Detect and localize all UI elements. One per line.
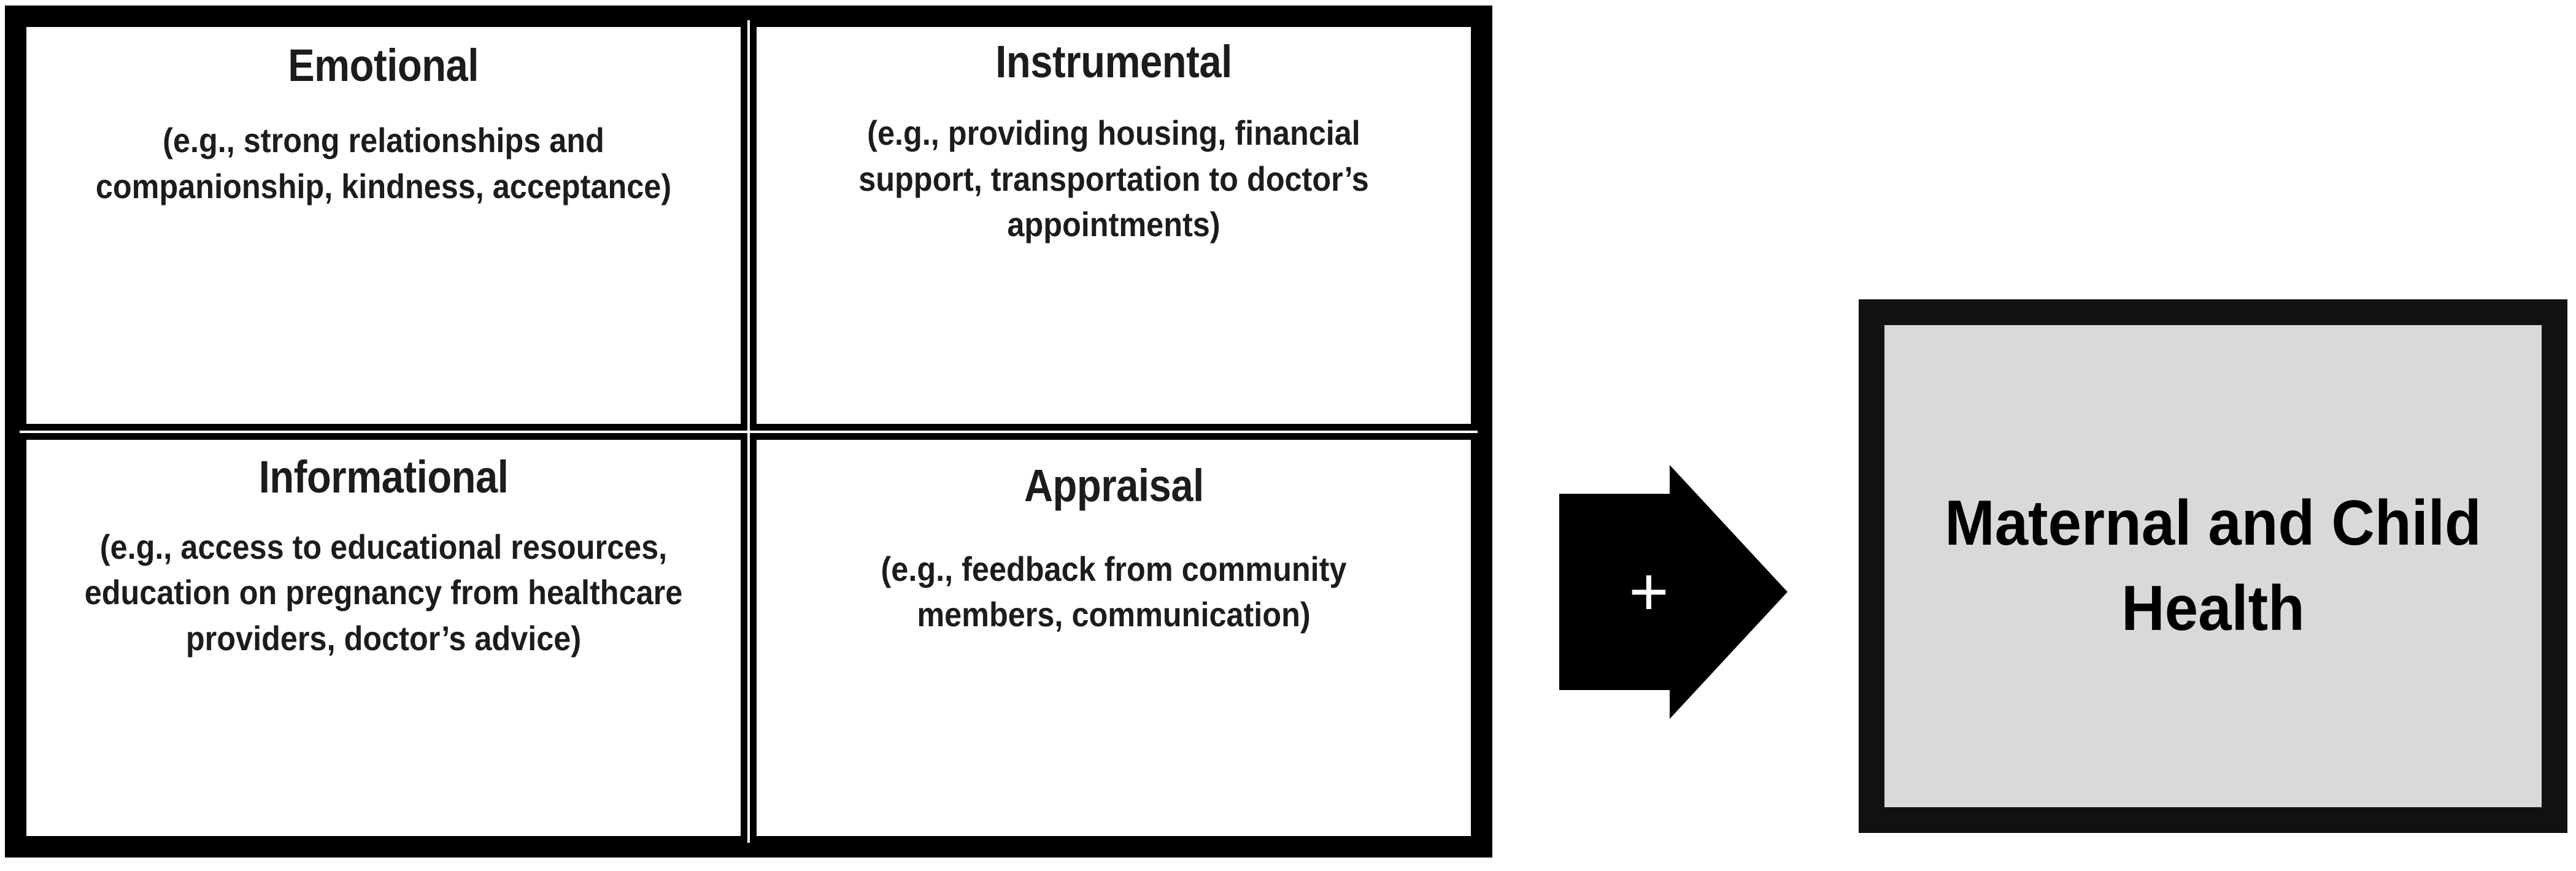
quadrant-appraisal[interactable]: Appraisal (e.g., feedback from community… (750, 432, 1478, 843)
right-arrow-icon: + (1559, 465, 1787, 719)
quadrant-emotional[interactable]: Emotional (e.g., strong relationships an… (20, 20, 747, 431)
plus-symbol: + (1629, 553, 1669, 630)
quadrant-emotional-title: Emotional (288, 40, 479, 91)
quadrant-informational-title: Informational (258, 451, 509, 502)
quadrant-informational-body: (e.g., access to educational resources, … (84, 527, 683, 658)
quadrant-appraisal-body: (e.g., feedback from community members, … (881, 549, 1347, 634)
quadrant-emotional-body: (e.g., strong relationships and companio… (95, 121, 672, 205)
support-matrix-grid: Emotional (e.g., strong relationships an… (20, 20, 1478, 843)
quadrant-instrumental[interactable]: Instrumental (e.g., providing housing, f… (750, 20, 1478, 431)
support-matrix-frame: Emotional (e.g., strong relationships an… (5, 6, 1492, 858)
quadrant-instrumental-body: (e.g., providing housing, financial supp… (858, 113, 1369, 244)
quadrant-informational[interactable]: Informational (e.g., access to education… (20, 432, 747, 843)
outcome-box[interactable]: Maternal and Child Health (1859, 299, 2567, 833)
outcome-label: Maternal and Child Health (1945, 487, 2482, 644)
quadrant-instrumental-title: Instrumental (995, 36, 1232, 87)
quadrant-appraisal-title: Appraisal (1024, 459, 1204, 511)
